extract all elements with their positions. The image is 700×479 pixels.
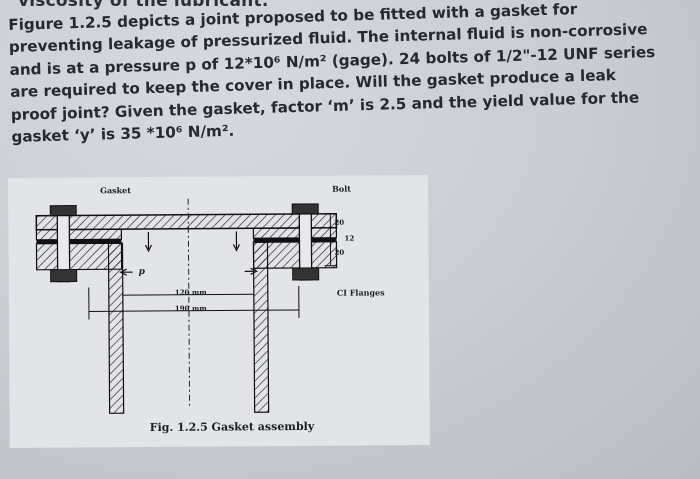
right-cover-flange — [252, 227, 338, 239]
left-cylinder-wall — [107, 242, 125, 414]
dimension-190-label: 190 mm — [174, 303, 207, 313]
dimension-12-label: 12 — [344, 233, 355, 243]
right-bolt — [291, 203, 320, 281]
problem-statement: Figure 1.2.5 depicts a joint proposed to… — [8, 0, 699, 148]
cover-plate — [35, 212, 338, 231]
dimension-20-label: 20 — [334, 217, 345, 227]
gasket-assembly-figure: Gasket Bolt CI Flanges 120 mm 190 mm 20 … — [8, 175, 430, 448]
flanges-label: CI Flanges — [336, 287, 385, 298]
gasket-label: Gasket — [100, 185, 131, 196]
left-cover-flange — [35, 228, 123, 241]
pressure-arrows — [119, 231, 258, 276]
dimension-20b-label: 20 — [334, 247, 345, 257]
left-bolt — [49, 205, 78, 283]
right-cylinder-wall — [252, 241, 270, 413]
gasket-assembly-drawing — [35, 198, 338, 414]
gasket-right — [253, 237, 337, 243]
bolt-height-dimensions — [324, 213, 337, 267]
figure-caption: Fig. 1.2.5 Gasket assembly — [149, 419, 315, 435]
bolt-label: Bolt — [332, 183, 351, 194]
dimension-120-label: 120 mm — [174, 287, 207, 297]
pressure-label: p — [138, 267, 145, 278]
dimension-lines — [88, 285, 300, 320]
cropped-heading-text: viscosity of the lubricant. — [18, 0, 269, 11]
